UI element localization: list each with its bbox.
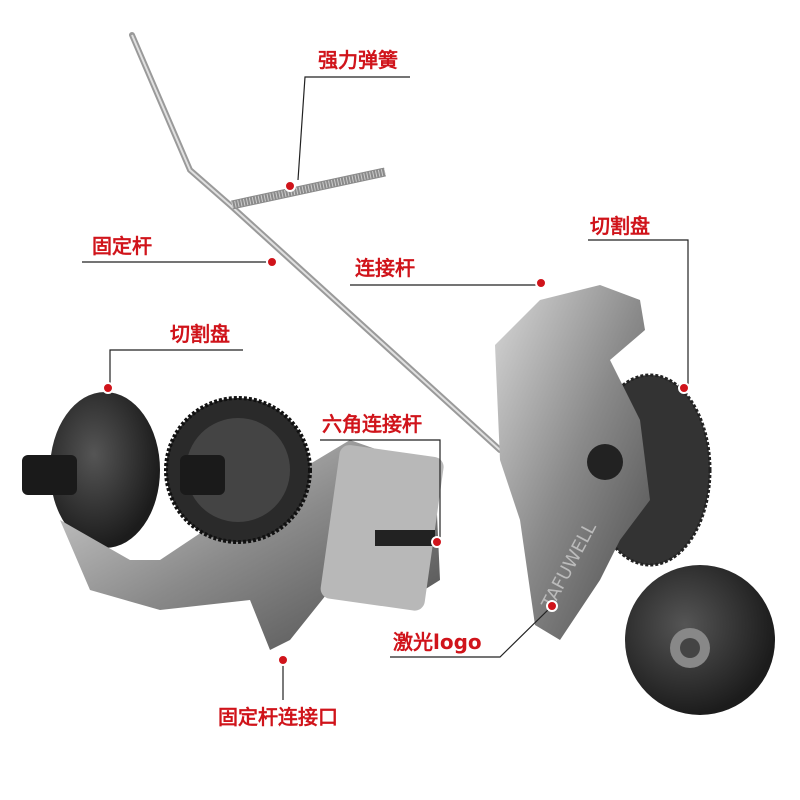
label-fixed-rod: 固定杆 bbox=[92, 234, 152, 258]
marker-dot bbox=[277, 654, 289, 666]
marker-dot bbox=[546, 600, 558, 612]
label-connecting-rod: 连接杆 bbox=[355, 256, 415, 280]
label-cutting-disc-left: 切割盘 bbox=[170, 322, 230, 346]
fixed-rod bbox=[129, 32, 503, 453]
label-fixed-rod-port: 固定杆连接口 bbox=[218, 705, 338, 729]
left-cutter-assembly bbox=[22, 392, 444, 650]
marker-dot bbox=[102, 382, 114, 394]
marker-dot bbox=[535, 277, 547, 289]
marker-dot bbox=[678, 382, 690, 394]
label-hex-connecting-rod: 六角连接杆 bbox=[322, 412, 422, 436]
marker-dot bbox=[284, 180, 296, 192]
label-cutting-disc-right: 切割盘 bbox=[590, 214, 650, 238]
spring bbox=[231, 167, 386, 210]
label-spring: 强力弹簧 bbox=[318, 48, 398, 72]
marker-dot bbox=[266, 256, 278, 268]
right-cutter-assembly: TAFUWELL bbox=[495, 285, 775, 715]
marker-dot bbox=[431, 536, 443, 548]
label-laser-logo: 激光logo bbox=[393, 630, 482, 654]
